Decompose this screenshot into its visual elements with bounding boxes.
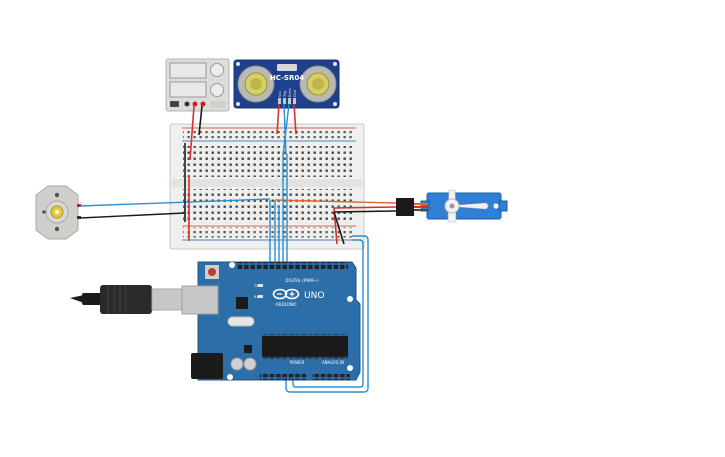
psu-terminal-pos bbox=[192, 101, 198, 107]
arduino-mount-hole bbox=[229, 262, 235, 268]
wire-sensor-trig[interactable] bbox=[283, 103, 287, 156]
arduino-model-label: UNO bbox=[304, 291, 324, 301]
psu-switch[interactable] bbox=[170, 101, 179, 107]
arduino-crystal bbox=[227, 316, 255, 327]
sensor-crystal bbox=[277, 64, 297, 71]
psu-connector bbox=[210, 101, 226, 108]
arduino-digital-label: DIGITAL (PWM~) bbox=[285, 278, 319, 283]
arduino-dc-jack bbox=[191, 353, 223, 379]
arduino-digital-header bbox=[236, 262, 348, 269]
power-supply-module[interactable] bbox=[165, 58, 230, 112]
psu-terminal-gnd bbox=[184, 101, 190, 107]
arduino-analog-header bbox=[312, 374, 350, 380]
arduino-capacitor bbox=[243, 357, 257, 371]
wire-servo-ground[interactable] bbox=[333, 210, 397, 213]
servo-motor[interactable] bbox=[396, 189, 508, 223]
arduino-mount-hole bbox=[347, 365, 353, 371]
wire-sensor-gnd[interactable] bbox=[293, 103, 297, 135]
wire-sensor-echo[interactable] bbox=[282, 103, 290, 156]
sensor-transducer-left bbox=[237, 65, 275, 103]
arduino-mount-hole bbox=[347, 296, 353, 302]
psu-knob-bottom[interactable] bbox=[210, 83, 224, 97]
sensor-pin-header-4 bbox=[293, 98, 296, 104]
usb-plug-metal bbox=[151, 288, 183, 311]
motor-terminal-pos bbox=[77, 204, 81, 207]
arduino-tx-label: TX bbox=[253, 284, 259, 288]
wire-motor-ground[interactable] bbox=[79, 212, 186, 219]
usb-cable[interactable] bbox=[70, 285, 183, 314]
motor-terminal-neg bbox=[77, 216, 81, 219]
arduino-atmega-chip bbox=[262, 336, 348, 357]
servo-horn[interactable] bbox=[444, 189, 489, 223]
arduino-analog-label: ANALOG IN bbox=[322, 360, 344, 365]
wire-5v-loop[interactable] bbox=[285, 235, 369, 393]
wire-gnd-loop[interactable] bbox=[292, 239, 364, 388]
ultrasonic-sensor[interactable]: HC-SR04 Vcc Trig Echo Gnd bbox=[233, 59, 340, 109]
sensor-model-label: HC-SR04 bbox=[270, 74, 304, 82]
sensor-pin-header-3 bbox=[288, 98, 291, 104]
sensor-pin-labels: Vcc Trig Echo Gnd bbox=[278, 89, 297, 99]
arduino-uno[interactable]: DIGITAL (PWM~) TX RX ARDUINO UNO POWER A… bbox=[181, 261, 361, 381]
arduino-reset-cap[interactable] bbox=[208, 268, 216, 276]
arduino-rx-led bbox=[258, 295, 263, 298]
arduino-usb-port bbox=[181, 285, 219, 315]
sensor-pin-header-2 bbox=[283, 98, 286, 104]
breadboard bbox=[169, 123, 365, 250]
arduino-brand-label: ARDUINO bbox=[275, 302, 297, 308]
wire-psu-black[interactable] bbox=[198, 105, 203, 136]
arduino-rx-label: RX bbox=[254, 295, 259, 299]
arduino-tx-led bbox=[258, 284, 263, 287]
psu-display-bottom bbox=[169, 81, 207, 98]
wire-sensor-vcc[interactable] bbox=[276, 103, 280, 135]
psu-display-top bbox=[169, 62, 207, 79]
arduino-capacitor bbox=[230, 357, 244, 371]
breadboard-bottom-rail bbox=[182, 225, 356, 241]
arduino-logo bbox=[272, 288, 300, 300]
sensor-pin-echo: Echo bbox=[288, 89, 292, 98]
wire-servo-power[interactable] bbox=[333, 206, 397, 209]
breadboard-top-rail bbox=[182, 127, 356, 142]
dc-motor[interactable] bbox=[35, 185, 81, 240]
breadboard-terminal-upper bbox=[183, 146, 355, 177]
wire-motor-signal[interactable] bbox=[79, 198, 271, 207]
sensor-pin-gnd: Gnd bbox=[293, 90, 297, 97]
sensor-transducer-right bbox=[299, 65, 337, 103]
wire-servo-ground-jumper[interactable] bbox=[333, 211, 345, 245]
arduino-usb-chip bbox=[236, 297, 248, 309]
arduino-mount-hole bbox=[227, 374, 233, 380]
arduino-power-label: POWER bbox=[290, 360, 305, 365]
servo-connector[interactable] bbox=[396, 198, 414, 216]
servo-mount-hole bbox=[493, 203, 499, 209]
breadboard-terminal-lower bbox=[183, 189, 355, 220]
wire-servo-signal[interactable] bbox=[274, 199, 397, 204]
sensor-pin-trig: Trig bbox=[283, 91, 287, 98]
sensor-pin-header-1 bbox=[278, 98, 281, 104]
psu-terminal-pos2 bbox=[200, 101, 206, 107]
wire-psu-red[interactable] bbox=[189, 105, 195, 161]
breadboard-center-channel bbox=[172, 179, 362, 187]
psu-knob-top[interactable] bbox=[210, 63, 224, 77]
sensor-pin-vcc: Vcc bbox=[278, 91, 282, 97]
arduino-power-header bbox=[260, 374, 306, 380]
arduino-regulator bbox=[244, 345, 252, 353]
